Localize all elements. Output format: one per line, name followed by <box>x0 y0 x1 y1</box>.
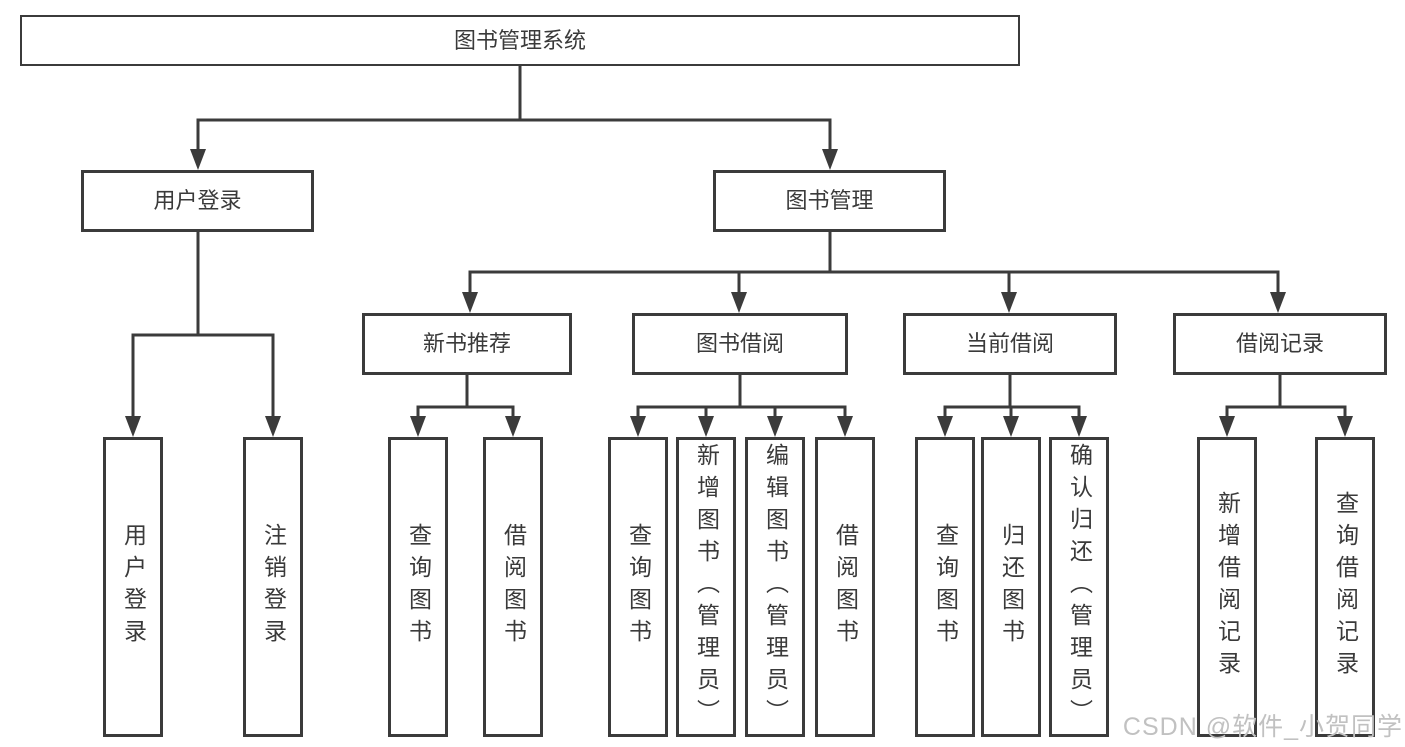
leaf-borrow-books-recommend: 借阅图书 <box>483 437 543 737</box>
node-book-borrowing: 图书借阅 <box>632 313 848 375</box>
leaf-user-login: 用户登录 <box>103 437 163 737</box>
watermark: CSDN @软件_小贺同学 <box>1122 713 1403 741</box>
leaf-label: 确认归还（管理员） <box>1066 443 1093 731</box>
leaf-label: 借阅图书 <box>500 523 527 651</box>
node-library-management-system: 图书管理系统 <box>20 15 1020 66</box>
leaf-add-book-admin: 新增图书（管理员） <box>676 437 736 737</box>
leaf-label: 查询图书 <box>932 523 959 651</box>
leaf-logout: 注销登录 <box>243 437 303 737</box>
leaf-label: 新增图书（管理员） <box>693 443 720 731</box>
node-label: 图书管理系统 <box>453 27 586 53</box>
leaf-query-books-recommend: 查询图书 <box>388 437 448 737</box>
node-new-book-recommendation: 新书推荐 <box>362 313 572 375</box>
node-borrowing-records: 借阅记录 <box>1173 313 1387 375</box>
leaf-label: 查询借阅记录 <box>1332 491 1359 683</box>
node-label: 图书管理 <box>785 188 874 213</box>
leaf-label: 借阅图书 <box>832 523 859 651</box>
node-label: 新书推荐 <box>422 331 511 356</box>
node-label: 图书借阅 <box>695 331 784 356</box>
leaf-borrow-books-borrowing: 借阅图书 <box>815 437 875 737</box>
node-user-login: 用户登录 <box>81 170 314 232</box>
leaf-query-borrow-record: 查询借阅记录 <box>1315 437 1375 737</box>
leaf-confirm-return-admin: 确认归还（管理员） <box>1049 437 1109 737</box>
node-label: 当前借阅 <box>965 331 1054 356</box>
leaf-label: 编辑图书（管理员） <box>762 443 789 731</box>
leaf-label: 查询图书 <box>405 523 432 651</box>
node-book-management: 图书管理 <box>713 170 946 232</box>
node-current-borrowing: 当前借阅 <box>903 313 1117 375</box>
leaf-label: 归还图书 <box>998 523 1025 651</box>
leaf-add-borrow-record: 新增借阅记录 <box>1197 437 1257 737</box>
leaf-edit-book-admin: 编辑图书（管理员） <box>745 437 805 737</box>
arrowheads <box>125 149 1353 437</box>
leaf-label: 查询图书 <box>625 523 652 651</box>
node-label: 用户登录 <box>153 188 242 213</box>
leaf-return-book: 归还图书 <box>981 437 1041 737</box>
leaf-query-books-borrowing: 查询图书 <box>608 437 668 737</box>
leaf-label: 注销登录 <box>260 523 287 651</box>
leaf-label: 新增借阅记录 <box>1214 491 1241 683</box>
leaf-label: 用户登录 <box>120 523 147 651</box>
leaf-query-books-current: 查询图书 <box>915 437 975 737</box>
node-label: 借阅记录 <box>1235 331 1324 356</box>
